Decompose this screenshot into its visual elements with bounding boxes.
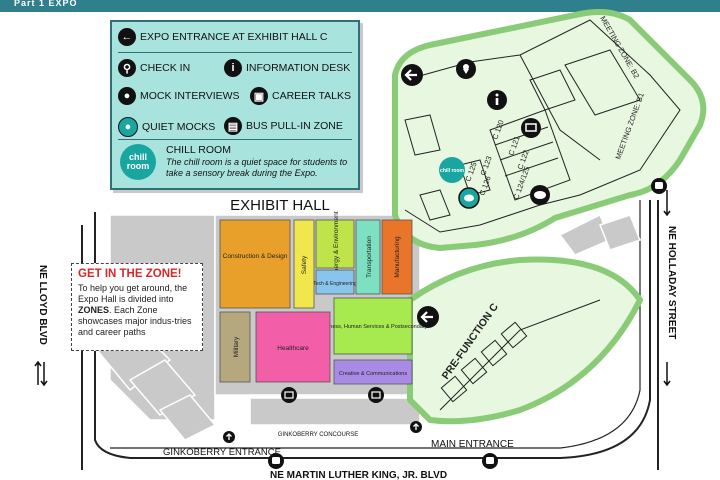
zone-energy xyxy=(315,219,355,269)
legend-entrance-label: EXPO ENTRANCE AT EXHIBIT HALL C xyxy=(140,31,328,43)
two-way-arrows-icon xyxy=(34,190,671,387)
zone-safety xyxy=(293,219,315,309)
header-bar: Part 1 EXPO xyxy=(0,0,720,12)
ginkoberry-entrance-label: GINKOBERRY ENTRANCE xyxy=(163,447,281,458)
legend-chill-description: The chill room is a quiet space for stud… xyxy=(166,157,348,178)
quiet-mocks-icon xyxy=(458,187,480,209)
chill-room-icon: chill room xyxy=(439,157,465,183)
legend-career-talks-label: CAREER TALKS xyxy=(272,90,351,102)
zones-info-title: GET IN THE ZONE! xyxy=(78,268,182,280)
zone-creative xyxy=(333,359,413,385)
zone-tech xyxy=(315,269,355,295)
arrow-left-icon: ← xyxy=(118,28,136,46)
zone-manufacturing-label: Manufacturing xyxy=(394,236,401,278)
legend-quiet-mocks-label: QUIET MOCKS xyxy=(142,121,216,133)
zone-healthcare-label: Healthcare xyxy=(277,345,309,352)
prefunction-rooms xyxy=(439,299,601,411)
legend-check-in: ⚲ CHECK IN xyxy=(118,59,190,77)
legend-divider xyxy=(118,139,352,140)
zone-tech-label: Tech & Engineering xyxy=(313,281,357,287)
street-lloyd: NE LLOYD BLVD xyxy=(37,265,48,345)
zone-military xyxy=(219,311,251,383)
bus-icon xyxy=(268,453,284,469)
bus-icon: ▤ xyxy=(224,117,242,135)
legend-information-desk-label: INFORMATION DESK xyxy=(246,62,351,74)
check-in-icon xyxy=(456,59,476,79)
header-label: Part 1 EXPO xyxy=(14,0,78,8)
chill-room-icon: chill room xyxy=(120,144,156,180)
arrow-left-icon xyxy=(401,64,423,86)
zone-safety-label: Safety xyxy=(301,255,308,274)
legend-quiet-mocks: ● QUIET MOCKS xyxy=(118,117,215,137)
zone-transportation-label: Transportation xyxy=(366,236,373,278)
legend-information-desk: i INFORMATION DESK xyxy=(224,59,350,77)
main-entrance-label: MAIN ENTRANCE xyxy=(431,439,514,450)
information-icon: i xyxy=(224,59,242,77)
mock-interviews-icon xyxy=(530,185,550,205)
arrow-left-icon xyxy=(417,306,439,328)
legend-chill-title: CHILL ROOM xyxy=(166,144,231,156)
mock-interviews-icon: ● xyxy=(118,87,136,105)
career-talks-icon xyxy=(521,118,541,138)
legend-mock-interviews-label: MOCK INTERVIEWS xyxy=(140,90,240,102)
zones-info-text: To help you get around, the Expo Hall is… xyxy=(78,283,192,337)
road-outline xyxy=(110,200,641,449)
legend-entrance: ← EXPO ENTRANCE AT EXHIBIT HALL C xyxy=(118,28,328,46)
legend-divider xyxy=(118,52,352,53)
legend-bus-zone: ▤ BUS PULL-IN ZONE xyxy=(224,117,343,135)
information-desk-icon xyxy=(487,90,507,110)
entrance-up-icon xyxy=(410,421,422,433)
zone-construction-label: Construction & Design xyxy=(223,253,288,260)
zone-healthcare xyxy=(255,311,331,383)
exhibit-hall-c-rooms xyxy=(404,19,681,233)
street-holladay: NE HOLLADAY STREET xyxy=(666,226,677,339)
svg-text:chill room: chill room xyxy=(440,168,464,174)
zone-business xyxy=(333,297,413,355)
career-talks-icon xyxy=(281,387,297,403)
zone-energy-label: Energy & Environment xyxy=(333,211,340,276)
zone-transportation xyxy=(355,219,381,295)
zone-construction xyxy=(219,219,291,309)
zones-info-box: GET IN THE ZONE! To help you get around,… xyxy=(71,263,203,351)
legend-check-in-label: CHECK IN xyxy=(140,62,191,74)
map-legend: ← EXPO ENTRANCE AT EXHIBIT HALL C ⚲ CHEC… xyxy=(110,20,360,190)
zone-creative-label: Creative & Communications xyxy=(339,371,407,377)
concourse-label: GINKOBERRY CONCOURSE xyxy=(278,432,358,438)
bus-icon xyxy=(482,453,498,469)
career-talks-icon xyxy=(368,387,384,403)
zone-military-label: Military xyxy=(233,336,240,357)
exhibit-hall-title: EXHIBIT HALL xyxy=(230,197,330,214)
zone-business-label: Business, Human Services & Postsecondary xyxy=(319,324,428,330)
career-talks-icon: ▣ xyxy=(250,87,268,105)
bus-icon xyxy=(651,178,667,194)
legend-bus-zone-label: BUS PULL-IN ZONE xyxy=(246,120,343,132)
legend-career-talks: ▣ CAREER TALKS xyxy=(250,87,351,105)
zone-manufacturing xyxy=(381,219,413,295)
legend-mock-interviews: ● MOCK INTERVIEWS xyxy=(118,87,240,105)
street-mlk: NE MARTIN LUTHER KING, JR. BLVD xyxy=(270,470,447,480)
entrance-up-icon xyxy=(223,431,235,443)
prefunction-highlight xyxy=(407,256,643,425)
quiet-mocks-icon: ● xyxy=(118,117,138,137)
check-in-icon: ⚲ xyxy=(118,59,136,77)
